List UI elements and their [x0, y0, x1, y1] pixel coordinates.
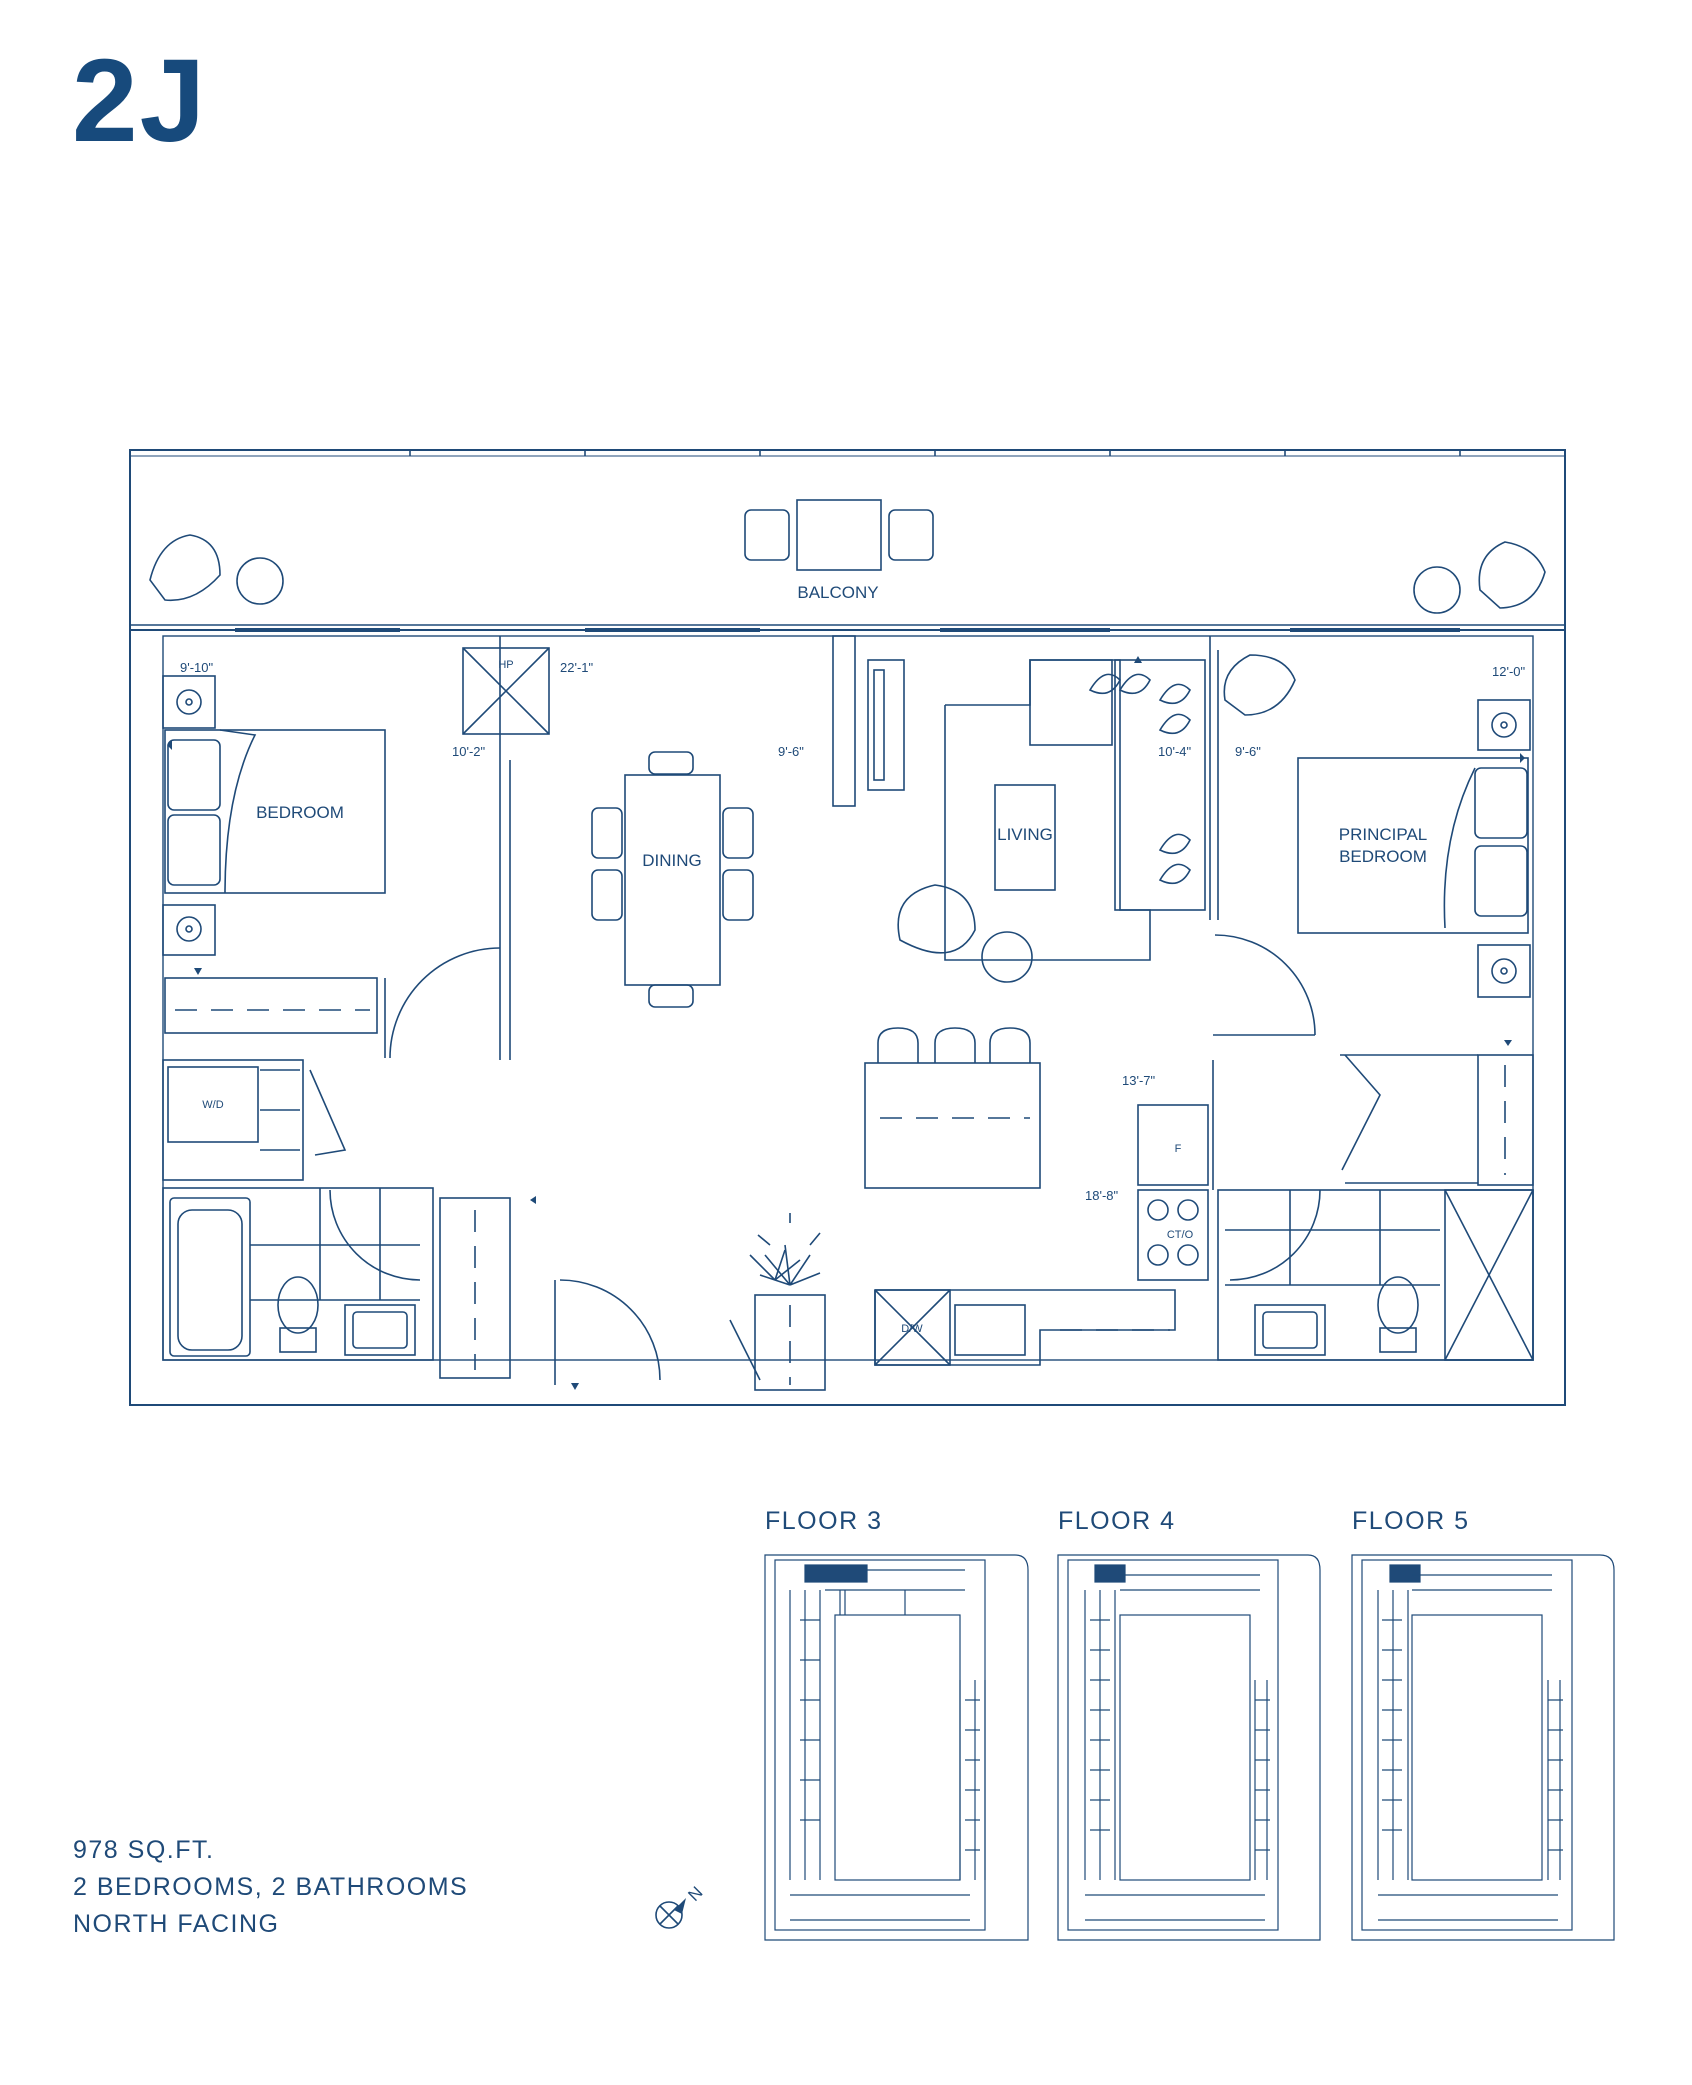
- unit-facing: NORTH FACING: [73, 1910, 280, 1938]
- principal-bedroom: PRINCIPAL BEDROOM: [1209, 636, 1531, 1036]
- dining-area: DINING: [591, 751, 754, 1008]
- dim-principal-d: 9'-6": [1235, 744, 1261, 759]
- cooktop-label: CT/O: [1167, 1229, 1194, 1241]
- plant-icon: [757, 1213, 821, 1286]
- laundry: W/D: [162, 1059, 347, 1181]
- dim-living-w: 10'-4": [1158, 744, 1192, 759]
- dim-bedroom-depth: 10'-2": [452, 744, 486, 759]
- dim-kitchen-top: 13'-7": [1122, 1073, 1156, 1088]
- dining-label: DINING: [642, 851, 702, 870]
- living-label: LIVING: [997, 825, 1053, 844]
- floor-5-label: FLOOR 5: [1352, 1507, 1470, 1535]
- key-plan-floor-5: [1351, 1554, 1615, 1941]
- principal-label-2: BEDROOM: [1339, 847, 1427, 866]
- unit-title: 2J: [72, 35, 208, 167]
- balcony-label: BALCONY: [797, 583, 878, 602]
- floor-4-label: FLOOR 4: [1058, 1507, 1176, 1535]
- dimension-labels: 9'-10" 10'-2" 22'-1" 9'-6" 10'-4" 9'-6" …: [180, 660, 1526, 1203]
- entry: [554, 1249, 826, 1391]
- key-plan-floor-3: [764, 1554, 1029, 1941]
- unit-info: 978 SQ.FT. 2 BEDROOMS, 2 BATHROOMS NORTH…: [73, 1832, 468, 1943]
- dim-dining-d: 9'-6": [778, 744, 804, 759]
- dishwasher-label: D/W: [901, 1323, 923, 1335]
- wd-label: W/D: [202, 1099, 223, 1111]
- balcony-furniture: BALCONY: [149, 499, 1546, 614]
- living-area: LIVING: [897, 659, 1206, 983]
- dim-bedroom: 9'-10": [180, 660, 214, 675]
- bathroom-right: [1217, 1189, 1534, 1361]
- bathroom-left: [162, 1187, 511, 1379]
- fridge-label: F: [1175, 1143, 1182, 1155]
- kitchen: F CT/O D/W: [864, 1027, 1209, 1366]
- hp-closet: HP: [462, 647, 550, 735]
- bedroom-left: BEDROOM: [162, 636, 511, 1060]
- compass-north-label: N: [684, 1883, 706, 1905]
- walk-in-closet: [1212, 1054, 1534, 1190]
- unit-area: 978 SQ.FT.: [73, 1836, 215, 1864]
- outer-walls: [129, 449, 1566, 1406]
- bedroom-label: BEDROOM: [256, 803, 344, 822]
- floor-3-label: FLOOR 3: [765, 1507, 883, 1535]
- dim-principal-w: 12'-0": [1492, 664, 1526, 679]
- dim-kitchen-bottom: 18'-8": [1085, 1188, 1119, 1203]
- key-plan-floor-4: [1057, 1554, 1321, 1941]
- dimension-arrows: [167, 656, 1525, 1390]
- dim-dining-w: 22'-1": [560, 660, 594, 675]
- principal-label-1: PRINCIPAL: [1339, 825, 1428, 844]
- hp-label: HP: [498, 659, 513, 671]
- tv-partition: [832, 635, 905, 807]
- unit-rooms: 2 BEDROOMS, 2 BATHROOMS: [73, 1873, 469, 1901]
